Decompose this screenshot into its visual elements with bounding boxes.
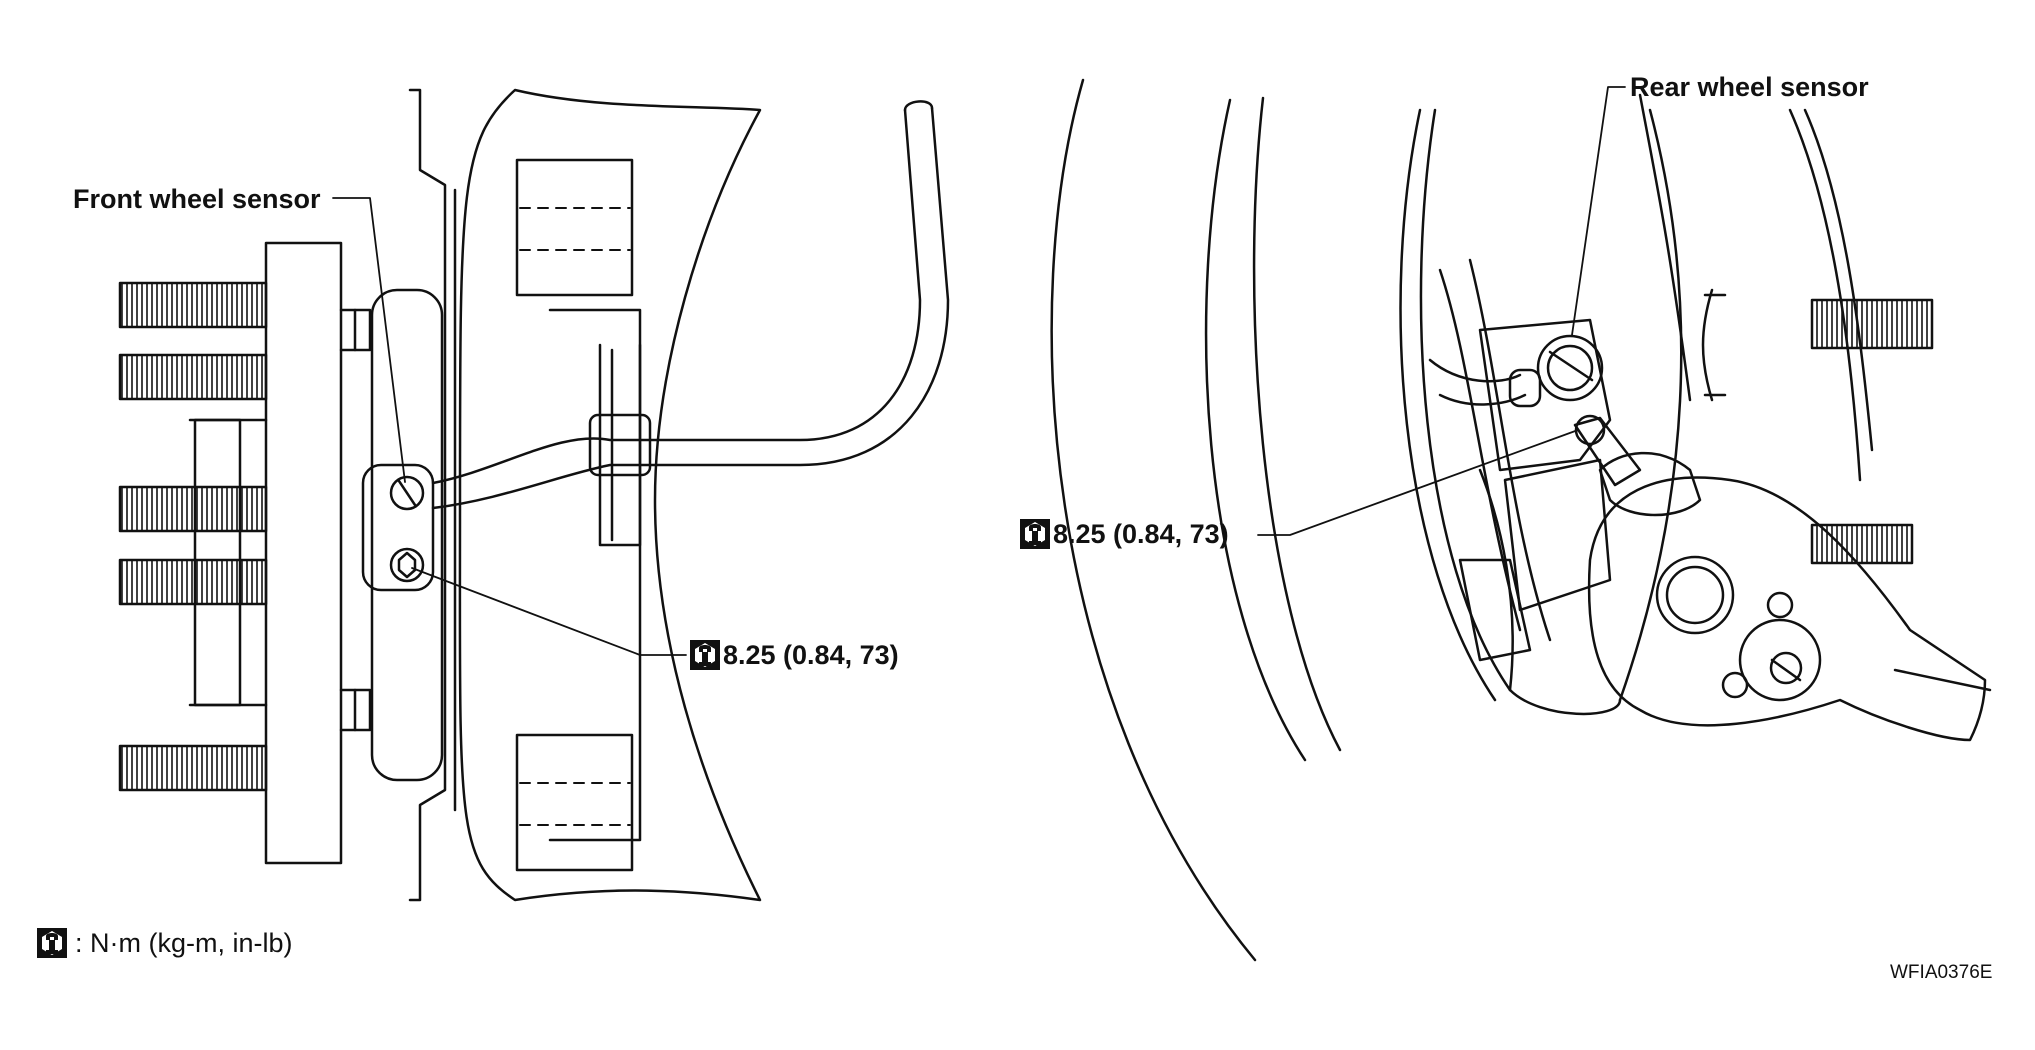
front-torque-callout: 8.25 (0.84, 73)	[690, 640, 899, 670]
wheel-studs	[118, 281, 268, 792]
torque-wrench-icon	[690, 640, 720, 670]
figure-code: WFIA0376E	[1890, 962, 1993, 983]
front-wheel-sensor-label: Front wheel sensor	[73, 184, 321, 214]
rear-sensor-leader	[1571, 86, 1626, 336]
torque-wrench-icon	[1020, 519, 1050, 549]
torque-unit-legend: : N·m (kg-m, in-lb)	[37, 928, 293, 958]
torque-wrench-icon	[37, 928, 67, 958]
rear-wheel-sensor-label: Rear wheel sensor	[1630, 72, 1869, 102]
rear-torque-leader	[1257, 429, 1579, 536]
front-torque-value: 8.25 (0.84, 73)	[723, 639, 899, 670]
front-torque-leader	[411, 567, 687, 656]
front-wheel-hub-assembly	[118, 88, 950, 902]
rear-wheel-hub-assembly	[1050, 78, 1992, 962]
socket-wrench	[1573, 414, 1992, 742]
legend-text: : N·m (kg-m, in-lb)	[75, 927, 293, 958]
rear-torque-callout: 8.25 (0.84, 73)	[1020, 519, 1229, 549]
front-sensor-leader	[332, 197, 406, 483]
rear-torque-value: 8.25 (0.84, 73)	[1053, 518, 1229, 549]
